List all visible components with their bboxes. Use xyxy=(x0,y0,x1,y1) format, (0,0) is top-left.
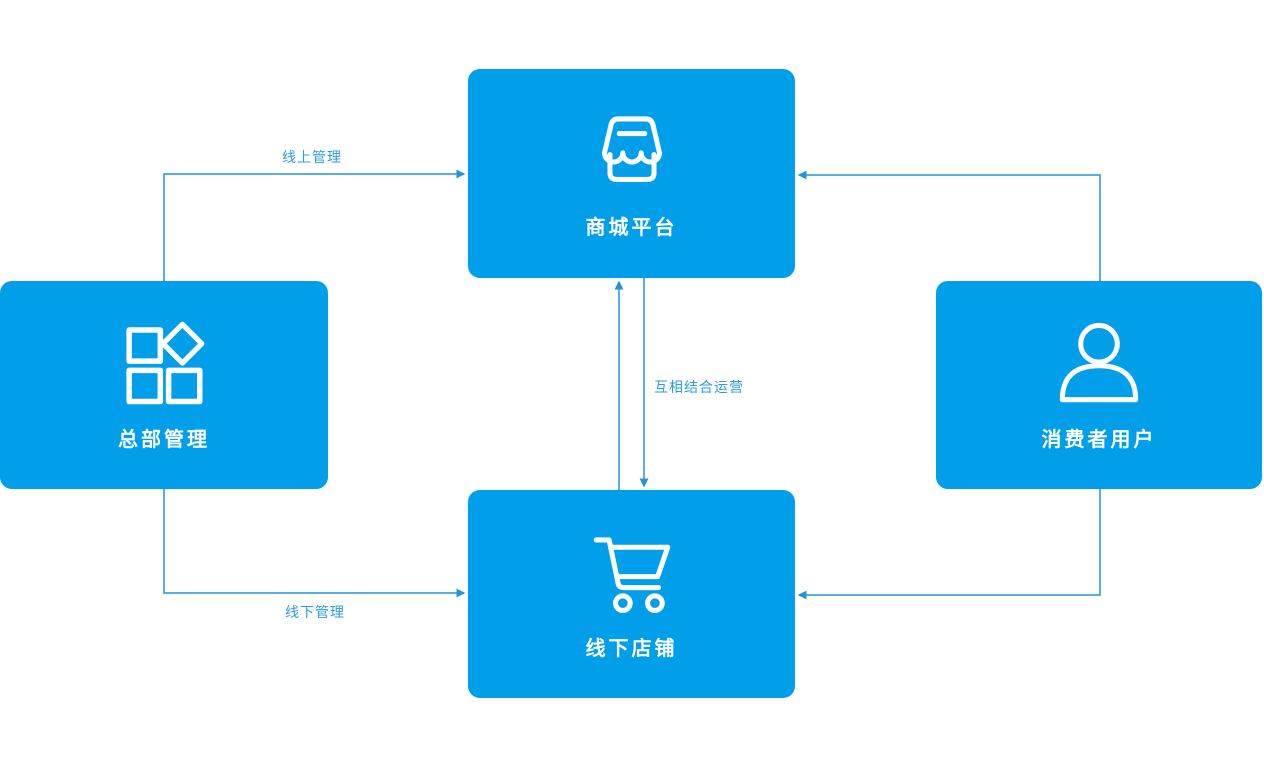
edge-consumer-to-offline xyxy=(797,489,1101,600)
node-mall-platform[interactable]: 商城平台 xyxy=(468,69,795,278)
person-icon xyxy=(1059,322,1139,402)
edge-consumer-to-mall xyxy=(797,170,1101,281)
storefront-icon xyxy=(601,116,662,182)
node-label: 线下店铺 xyxy=(585,635,678,660)
shopping-cart-icon xyxy=(593,536,670,613)
node-consumer-users[interactable]: 消费者用户 xyxy=(936,281,1262,489)
grid-apps-icon xyxy=(126,321,205,404)
node-label: 总部管理 xyxy=(118,426,210,451)
edge-label-offline-management: 线下管理 xyxy=(283,602,347,622)
node-label: 商城平台 xyxy=(585,215,678,239)
node-label: 消费者用户 xyxy=(1041,426,1157,451)
node-hq-management[interactable]: 总部管理 xyxy=(0,281,328,489)
edge-hq-to-mall xyxy=(163,169,466,281)
edge-label-online-management: 线上管理 xyxy=(280,147,344,167)
edge-label-combined-operation: 互相结合运营 xyxy=(652,377,746,397)
edge-hq-to-offline xyxy=(163,489,466,598)
node-offline-store[interactable]: 线下店铺 xyxy=(468,490,795,698)
